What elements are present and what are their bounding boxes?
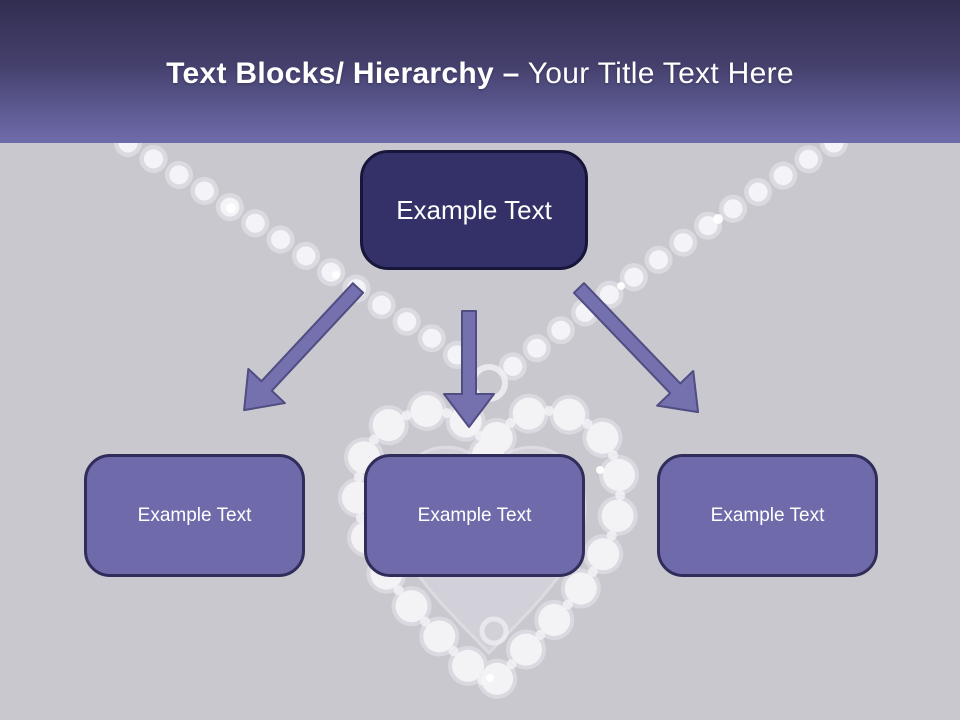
page-title: Text Blocks/ Hierarchy – Your Title Text… bbox=[166, 53, 794, 91]
root-text-block-label: Example Text bbox=[396, 194, 552, 225]
root-text-block: Example Text bbox=[360, 150, 588, 270]
child-text-block-1-label: Example Text bbox=[137, 504, 252, 526]
child-text-block-2: Example Text bbox=[364, 454, 585, 577]
child-text-block-2-label: Example Text bbox=[417, 504, 532, 526]
arrow-down-right-icon bbox=[572, 282, 700, 414]
page-title-regular-segment: Your Title Text Here bbox=[527, 56, 794, 90]
arrow-down-left-icon bbox=[243, 282, 365, 412]
slide-header: Text Blocks/ Hierarchy – Your Title Text… bbox=[0, 0, 960, 143]
child-text-block-3-label: Example Text bbox=[710, 504, 825, 526]
arrow-down-icon bbox=[443, 310, 495, 428]
child-text-block-3: Example Text bbox=[657, 454, 878, 577]
page-title-bold-segment: Text Blocks/ Hierarchy – bbox=[166, 56, 520, 90]
child-text-block-1: Example Text bbox=[84, 454, 305, 577]
